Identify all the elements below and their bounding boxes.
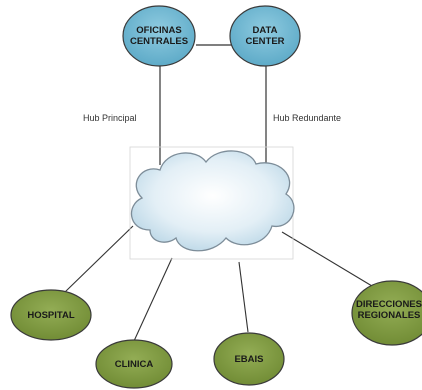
link-ebais — [238, 261, 249, 333]
link-hospital — [64, 225, 134, 293]
hub-redundante-label: Hub Redundante — [273, 113, 342, 123]
ebais-node — [213, 332, 285, 386]
hub-principal-label: Hub Principal — [83, 113, 137, 123]
link-clinica — [133, 257, 173, 342]
hospital-node — [10, 289, 92, 341]
data-center-node — [229, 5, 301, 67]
network-cloud-icon — [130, 150, 295, 252]
clinica-node — [95, 339, 173, 389]
direcciones-regionales-node — [351, 280, 422, 346]
link-direcciones — [281, 231, 373, 287]
oficinas-centrales-node — [122, 5, 196, 67]
